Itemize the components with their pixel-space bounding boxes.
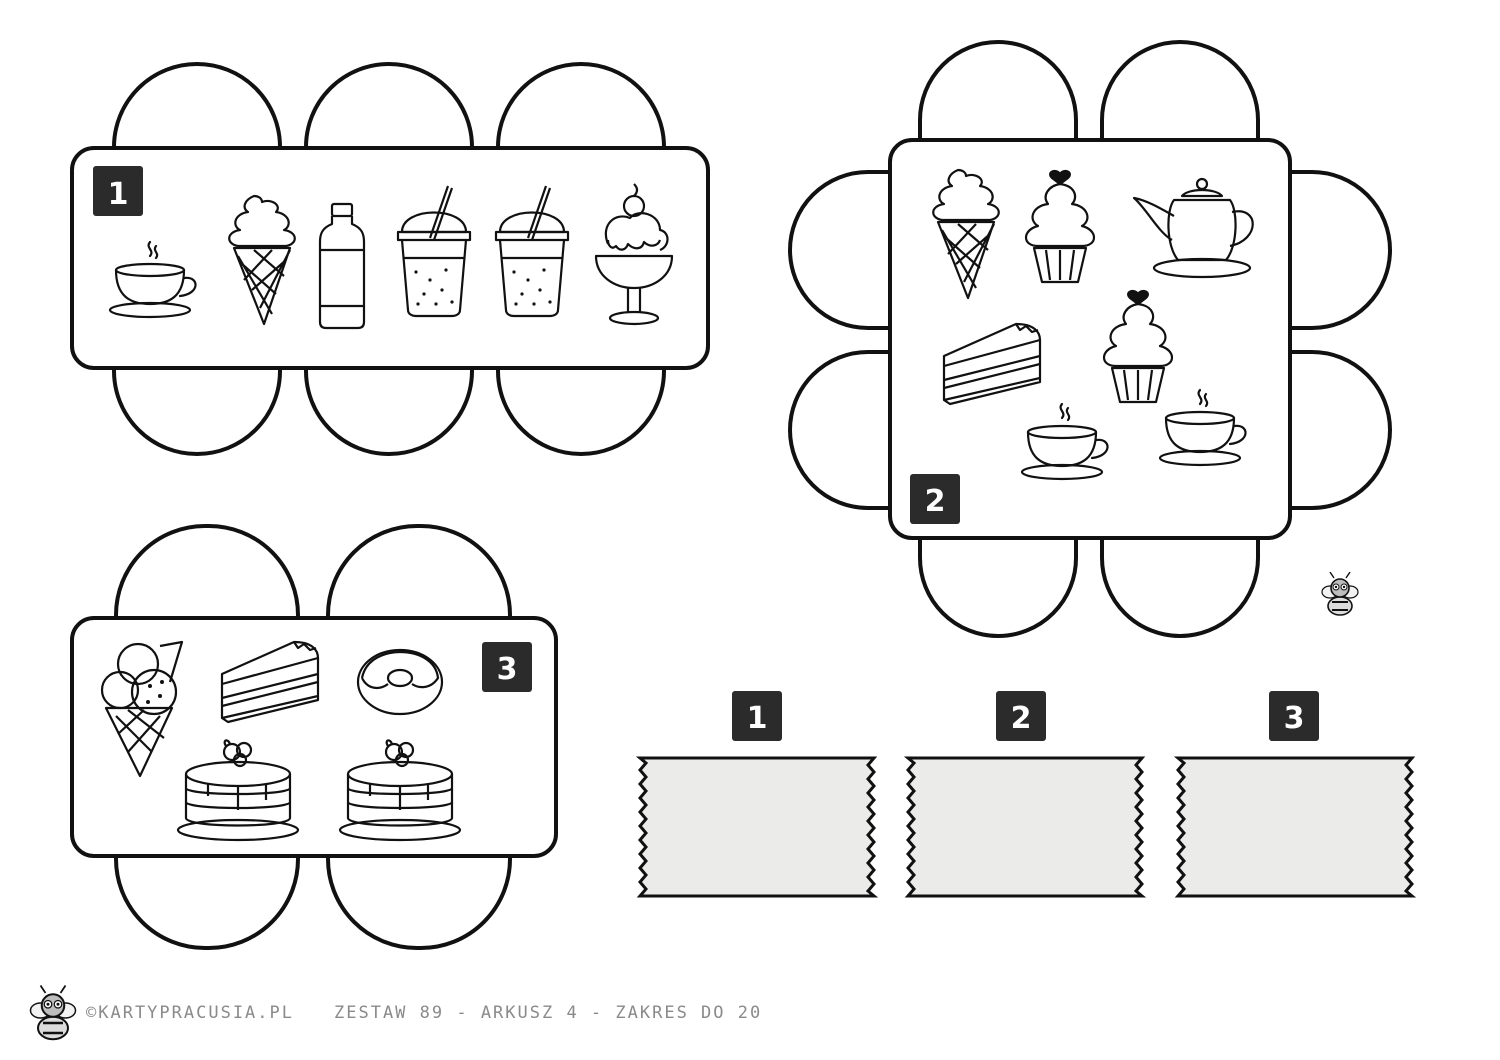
table-3-number-badge — [482, 642, 532, 692]
table-1 — [70, 146, 710, 370]
table-3-number: 3 — [497, 652, 518, 687]
answer-box-2[interactable] — [903, 756, 1147, 898]
answer-1-number: 1 — [747, 701, 768, 736]
answer-2-number: 2 — [1011, 701, 1032, 736]
answer-1-number-badge — [732, 691, 782, 741]
bee-logo-icon — [29, 984, 77, 1041]
answer-box-3[interactable] — [1173, 756, 1417, 898]
table-1-number: 1 — [108, 177, 129, 212]
table-2 — [888, 138, 1292, 540]
table-2-number-badge — [910, 474, 960, 524]
footer-sheet-info: ZESTAW 89 - ARKUSZ 4 - ZAKRES DO 20 — [334, 1003, 763, 1023]
footer-brand: ©KARTYPRACUSIA.PL — [86, 1003, 294, 1023]
table-1-group: 1 — [70, 62, 710, 456]
table-3 — [70, 616, 558, 858]
answer-3-number-badge — [1269, 691, 1319, 741]
answer-2-number-badge — [996, 691, 1046, 741]
bee-mascot-icon — [1321, 572, 1359, 616]
table-1-number-badge — [93, 166, 143, 216]
answer-area: 1 2 3 — [635, 691, 1417, 898]
footer: ©KARTYPRACUSIA.PL ZESTAW 89 - ARKUSZ 4 -… — [28, 978, 762, 1048]
table-2-number: 2 — [925, 484, 946, 519]
table-3-group: 3 — [70, 524, 558, 950]
table-2-group: 2 — [788, 40, 1392, 638]
answer-3-number: 3 — [1284, 701, 1305, 736]
answer-box-1[interactable] — [635, 756, 879, 898]
